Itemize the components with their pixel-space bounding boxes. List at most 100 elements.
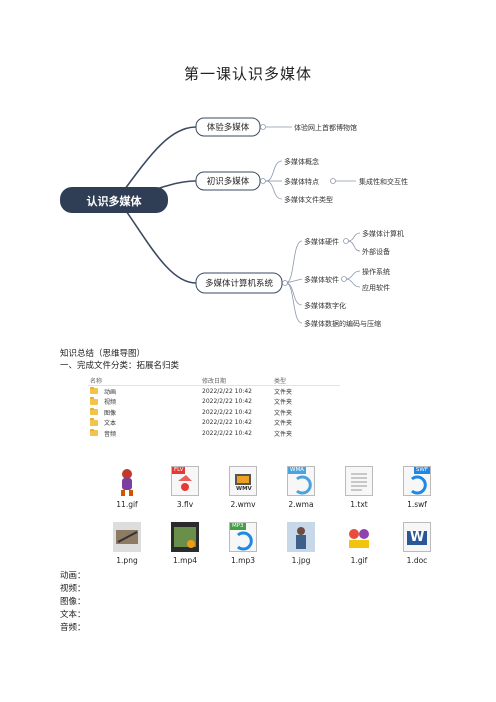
png-image-icon [113,522,141,552]
wmv-file-icon: WMV [229,466,257,496]
leaf-peripherals: 外部设备 [362,247,390,256]
category-image: 图像： [60,597,86,607]
category-text: 文本： [60,610,86,620]
column-type[interactable]: 类型 [274,377,287,385]
file-item[interactable]: 1.gif [331,518,387,570]
folder-row[interactable]: 音频 2022/2/22 10:42 文件夹 [88,428,340,439]
file-item[interactable]: WMA 2.wma [273,462,329,514]
folder-type: 文件夹 [274,420,293,428]
file-item[interactable]: FLV 3.flv [157,462,213,514]
branch-label-system: 多媒体计算机系统 [205,278,274,289]
folder-row[interactable]: 图像 2022/2/22 10:42 文件夹 [88,407,340,418]
file-item[interactable]: WMV 2.wmv [215,462,271,514]
column-date[interactable]: 修改日期 [202,377,227,385]
file-item[interactable]: 1.txt [331,462,387,514]
mind-map: 认识多媒体 体验多媒体 体验网上首都博物馆 初识多媒体 多媒体概念 多媒体特点 … [60,95,440,335]
branch-label-experience: 体验多媒体 [207,122,250,133]
collapse-circle-icon [282,280,288,286]
branch-label-intro: 初识多媒体 [207,176,250,187]
jpg-image-icon [287,522,315,552]
folder-type: 文件夹 [274,409,293,417]
folder-date: 2022/2/22 10:42 [202,398,252,406]
txt-file-icon [345,466,373,496]
leaf-features: 多媒体特点 [284,177,319,186]
folder-icon [90,428,98,437]
section-heading: 一、完成文件分类：拓展名归类 [60,361,180,371]
root-node-label: 认识多媒体 [87,194,143,208]
word-doc-icon: W [403,522,431,552]
category-animation: 动画： [60,571,86,581]
file-item[interactable]: SWF 1.swf [389,462,445,514]
folder-name: 图像 [104,409,117,417]
file-tag: WMA [288,467,306,474]
folder-icon [90,386,98,395]
folder-date: 2022/2/22 10:42 [202,408,252,416]
file-name: 1.txt [350,500,368,509]
leaf-concept: 多媒体概念 [284,157,319,166]
branch-node-experience [195,117,261,137]
file-item[interactable]: 11.gif [99,462,155,514]
summary-label: 知识总结（思维导图） [60,349,146,359]
collapse-circle-icon [260,178,266,184]
file-item[interactable]: 1.mp4 [157,518,213,570]
flv-file-icon: FLV [171,466,199,496]
folder-date: 2022/2/22 10:42 [202,419,252,427]
file-name: 1.png [116,556,138,565]
folder-row[interactable]: 动画 2022/2/22 10:42 文件夹 [88,386,340,397]
file-item[interactable]: 1.png [99,518,155,570]
file-name: 3.flv [176,500,194,509]
file-name: 1.mp3 [231,556,255,565]
leaf-encoding: 多媒体数据的编码与压缩 [304,319,381,328]
leaf-file-types: 多媒体文件类型 [284,195,333,204]
collapse-circle-icon [341,276,347,282]
wma-file-icon: WMA [287,466,315,496]
page-title: 第一课认识多媒体 [183,65,312,83]
folder-name: 音频 [104,430,117,438]
file-tag: MP3 [230,523,246,530]
file-name: 2.wma [288,500,314,509]
file-name: 1.jpg [291,556,311,565]
mind-map-svg: 认识多媒体 体验多媒体 体验网上首都博物馆 初识多媒体 多媒体概念 多媒体特点 … [60,117,408,328]
folder-icon [90,418,98,426]
gif-image-icon [345,522,373,552]
file-name: 1.mp4 [173,556,197,565]
folder-row[interactable]: 视频 2022/2/22 10:42 文件夹 [88,397,340,408]
collapse-circle-icon [330,178,336,184]
leaf-integration: 集成性和交互性 [359,177,408,186]
file-item[interactable]: W 1.doc [389,518,445,570]
branch-node-system [195,272,283,294]
folder-date: 2022/2/22 10:42 [202,429,252,437]
category-video: 视频： [60,584,86,594]
file-item[interactable]: 1.jpg [273,518,329,570]
folder-icon [90,407,98,416]
file-name: 1.gif [350,556,368,565]
leaf-museum: 体验网上首都博物馆 [294,123,357,132]
leaf-computer: 多媒体计算机 [362,229,404,238]
file-icon-grid: 11.gif FLV 3.flv WMV 2.wmv WMA 2.wma 1.t… [95,462,440,572]
collapse-circle-icon [343,238,349,244]
column-name[interactable]: 名称 [90,377,103,385]
file-tag: FLV [172,467,186,474]
leaf-os: 操作系统 [362,267,390,276]
mp3-file-icon: MP3 [229,522,257,552]
branch-node-intro [195,171,261,191]
file-item[interactable]: MP3 1.mp3 [215,518,271,570]
file-tag: WMV [236,486,252,492]
leaf-hardware: 多媒体硬件 [304,237,339,246]
file-name: 11.gif [116,500,138,509]
mp4-video-icon [171,522,199,552]
folder-row[interactable]: 文本 2022/2/22 10:42 文件夹 [88,418,340,429]
swf-file-icon: SWF [403,466,431,496]
folder-type: 文件夹 [274,430,293,438]
folder-icon [90,397,98,405]
file-tag: W [407,531,428,545]
file-name: 1.swf [407,500,427,509]
root-node [60,187,168,213]
leaf-digitization: 多媒体数字化 [304,301,346,310]
folder-list: 名称 修改日期 类型 动画 2022/2/22 10:42 文件夹 视频 202… [88,375,340,445]
folder-list-header: 名称 修改日期 类型 [88,375,340,386]
leaf-apps: 应用软件 [362,283,390,292]
folder-type: 文件夹 [274,388,293,396]
file-tag: SWF [413,467,430,474]
gif-character-icon [113,466,141,496]
